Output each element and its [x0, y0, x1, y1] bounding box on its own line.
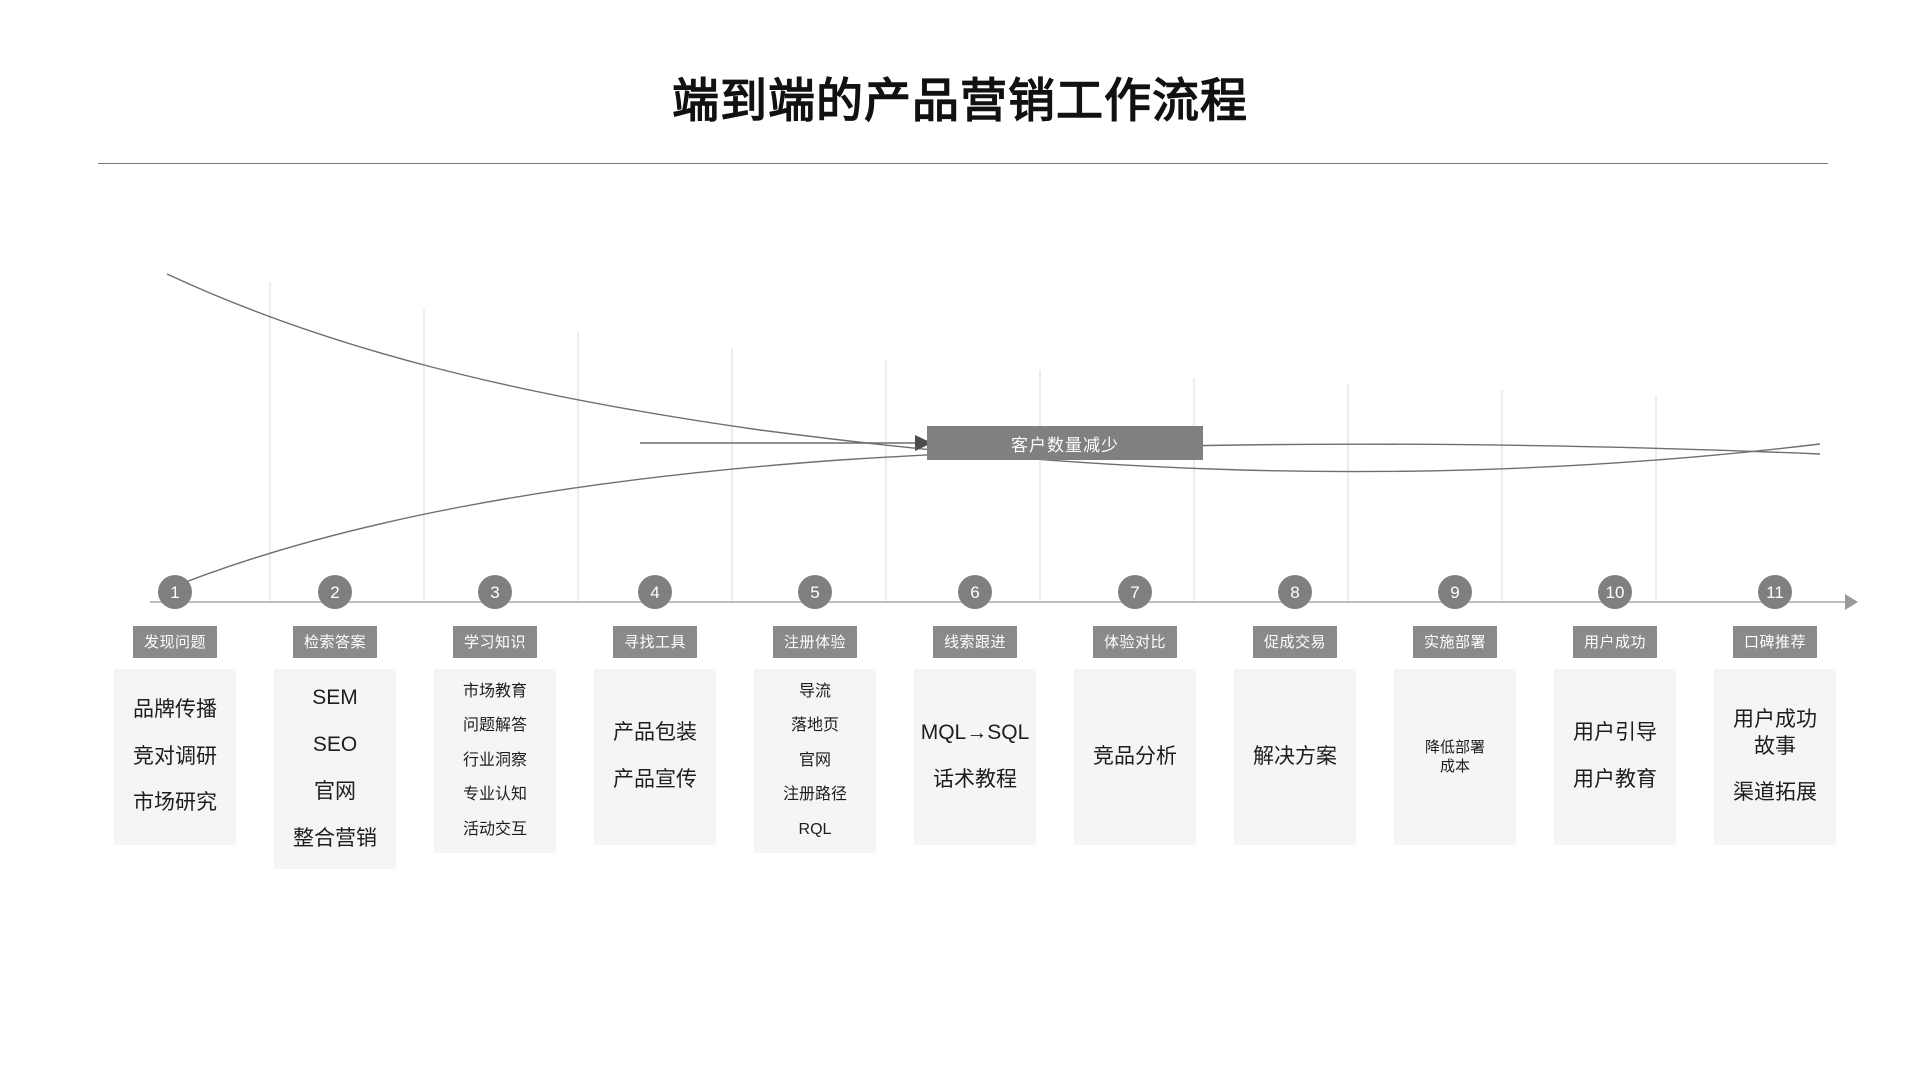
- step-detail-item: 话术教程: [933, 768, 1017, 791]
- timeline-arrow-icon: [1845, 594, 1858, 610]
- step-detail-item: 用户成功 故事: [1733, 707, 1817, 758]
- step-detail-item: 问题解答: [462, 717, 527, 735]
- step-column-5: 5 注册体验导流落地页官网注册路径 RQL: [735, 575, 895, 854]
- step-detail-item: 产品包装: [613, 721, 697, 745]
- timeline-axis: [150, 601, 1850, 603]
- step-detail-item: 渠道拓展: [1733, 781, 1817, 805]
- step-stage-label[interactable]: 学习知识: [452, 626, 537, 658]
- step-stage-label[interactable]: 检索答案: [292, 626, 377, 658]
- step-number-marker[interactable]: 3: [478, 575, 512, 609]
- step-stage-label[interactable]: 促成交易: [1252, 626, 1337, 658]
- step-stage-label[interactable]: 体验对比: [1092, 626, 1177, 658]
- step-number-marker[interactable]: 5: [798, 575, 832, 609]
- step-number-marker[interactable]: 4: [638, 575, 672, 609]
- process-steps: 1 发现问题品牌传播竞对调研市场研究 2 检索答案 SEM SEO 官网整合营销 3 学习知识市…: [95, 575, 1855, 875]
- step-column-4: 4 寻找工具产品包装产品宣传: [575, 575, 735, 845]
- step-detail-card: 用户引导用户教育: [1554, 669, 1676, 845]
- step-number-marker[interactable]: 1: [158, 575, 192, 609]
- step-detail-item: 产品宣传: [613, 768, 697, 791]
- step-stage-label[interactable]: 注册体验: [772, 626, 857, 658]
- step-detail-item: 市场教育: [462, 683, 527, 700]
- funnel-lower-curve: [157, 443, 1821, 594]
- step-stage-label[interactable]: 寻找工具: [612, 626, 697, 658]
- step-detail-card: 产品包装产品宣传: [594, 669, 716, 845]
- step-detail-item: 品牌传播: [133, 697, 217, 721]
- funnel-svg: [157, 273, 1821, 601]
- step-detail-card: 降低部署 成本: [1394, 669, 1516, 845]
- step-detail-item: 官网: [798, 751, 831, 769]
- step-detail-item: 活动交互: [462, 820, 527, 838]
- step-detail-item: MQL→SQL: [920, 721, 1030, 745]
- step-detail-item: SEO: [312, 732, 358, 756]
- funnel-gridlines: [269, 282, 1657, 601]
- step-detail-card: MQL→SQL 话术教程: [914, 669, 1036, 845]
- title-divider: [98, 163, 1828, 164]
- step-column-10: 10 用户成功用户引导用户教育: [1535, 575, 1695, 845]
- step-stage-label[interactable]: 发现问题: [132, 626, 217, 658]
- page-title: 端到端的产品营销工作流程: [672, 74, 1248, 127]
- step-number-marker[interactable]: 11: [1758, 575, 1792, 609]
- step-number-marker[interactable]: 8: [1278, 575, 1312, 609]
- step-detail-item: 竞品分析: [1093, 744, 1177, 768]
- customer-decline-callout: 客户数量减少: [927, 426, 1203, 460]
- step-detail-item: 整合营销: [293, 826, 377, 850]
- step-column-1: 1 发现问题品牌传播竞对调研市场研究: [95, 575, 255, 845]
- step-detail-card: 用户成功 故事渠道拓展: [1714, 669, 1836, 845]
- step-detail-item: 行业洞察: [462, 751, 527, 769]
- step-detail-item: RQL: [798, 820, 832, 838]
- step-detail-item: 用户教育: [1573, 768, 1657, 791]
- step-detail-card: SEM SEO 官网整合营销: [274, 669, 396, 869]
- step-number-marker[interactable]: 2: [318, 575, 352, 609]
- step-detail-card: 品牌传播竞对调研市场研究: [114, 669, 236, 845]
- step-column-8: 8 促成交易解决方案: [1215, 575, 1375, 845]
- step-stage-label[interactable]: 线索跟进: [932, 626, 1017, 658]
- step-detail-item: 专业认知: [462, 786, 527, 804]
- step-detail-item: 落地页: [790, 717, 839, 735]
- step-detail-card: 竞品分析: [1074, 669, 1196, 845]
- step-detail-card: 市场教育问题解答行业洞察专业认知活动交互: [434, 669, 556, 854]
- callout-label: 客户数量减少: [1011, 435, 1119, 455]
- step-detail-item: 市场研究: [133, 791, 217, 815]
- step-number-marker[interactable]: 7: [1118, 575, 1152, 609]
- step-detail-item: 导流: [798, 683, 831, 700]
- step-detail-item: 官网: [314, 779, 356, 803]
- step-number-marker[interactable]: 6: [958, 575, 992, 609]
- step-column-2: 2 检索答案 SEM SEO 官网整合营销: [255, 575, 415, 869]
- step-detail-card: 解决方案: [1234, 669, 1356, 845]
- step-column-11: 11 口碑推荐用户成功 故事渠道拓展: [1695, 575, 1855, 845]
- step-stage-label[interactable]: 口碑推荐: [1732, 626, 1817, 658]
- step-number-marker[interactable]: 9: [1438, 575, 1472, 609]
- step-detail-card: 导流落地页官网注册路径 RQL: [754, 669, 876, 854]
- step-detail-item: 注册路径: [782, 786, 847, 804]
- callout-arrow: [640, 435, 932, 451]
- step-column-7: 7 体验对比竞品分析: [1055, 575, 1215, 845]
- step-number-marker[interactable]: 10: [1598, 575, 1632, 609]
- funnel-diagram: [0, 250, 1920, 670]
- step-detail-item: 竞对调研: [133, 744, 217, 768]
- step-column-3: 3 学习知识市场教育问题解答行业洞察专业认知活动交互: [415, 575, 575, 854]
- step-column-6: 6 线索跟进 MQL→SQL 话术教程: [895, 575, 1055, 845]
- step-detail-item: 用户引导: [1573, 721, 1657, 745]
- step-detail-item: SEM: [312, 686, 358, 709]
- step-stage-label[interactable]: 用户成功: [1572, 626, 1657, 658]
- step-column-9: 9 实施部署降低部署 成本: [1375, 575, 1535, 845]
- step-detail-item: 解决方案: [1253, 744, 1337, 768]
- step-detail-item: 降低部署 成本: [1424, 738, 1485, 775]
- funnel-upper-curve: [166, 273, 1821, 473]
- step-stage-label[interactable]: 实施部署: [1412, 626, 1497, 658]
